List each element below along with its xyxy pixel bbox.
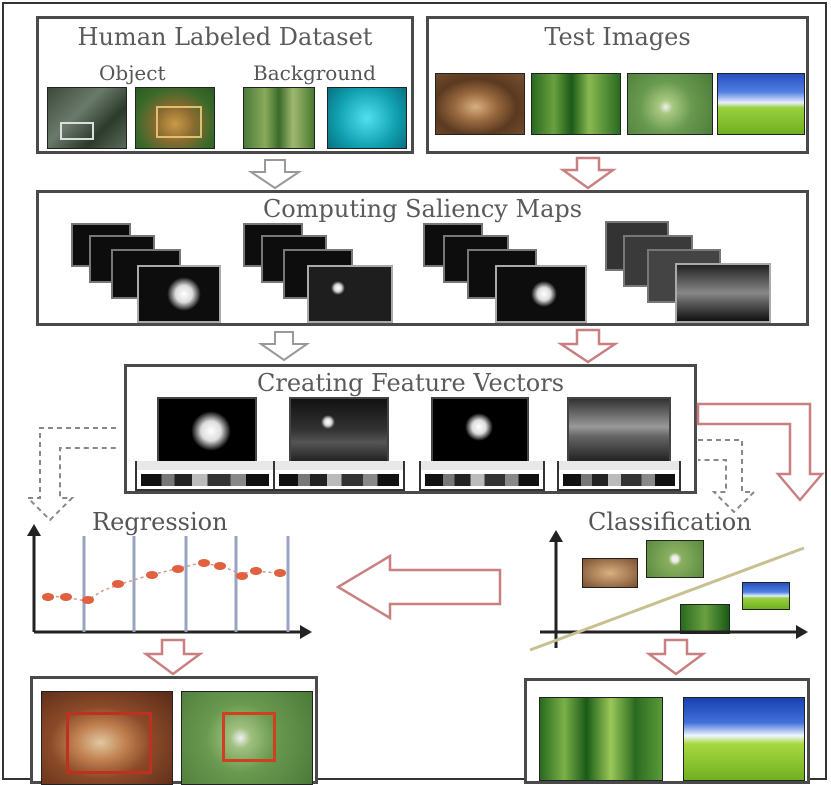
arrow-features-to-regression-result xyxy=(142,638,204,676)
dataset-box: Human Labeled Dataset Object Background xyxy=(36,16,414,154)
class-thumb-field xyxy=(742,582,790,610)
test-images-box: Test Images xyxy=(426,16,809,154)
class-thumb-bird xyxy=(646,540,704,578)
dataset-title: Human Labeled Dataset xyxy=(77,23,373,51)
arrow-classification-to-result xyxy=(645,638,707,676)
result-frog-image xyxy=(41,691,173,785)
classification-result-box xyxy=(524,678,810,784)
test-images-title: Test Images xyxy=(544,23,691,51)
regression-result-box xyxy=(30,676,318,785)
object-image-2 xyxy=(135,87,215,149)
dashed-arrow-to-regression xyxy=(25,427,116,522)
saliency-title: Computing Saliency Maps xyxy=(262,195,583,223)
arrow-classification-to-regression xyxy=(335,553,502,621)
test-image-forest xyxy=(531,73,621,135)
class-thumb-forest xyxy=(680,604,730,634)
background-image-2 xyxy=(327,87,407,149)
arrow-dataset-to-saliency xyxy=(247,159,303,190)
class-thumb-frog xyxy=(582,558,638,588)
feature-vectors-box: Creating Feature Vectors xyxy=(124,364,697,494)
result-field-image xyxy=(683,697,805,781)
test-image-frog xyxy=(435,73,525,135)
arrow-saliency-left-to-features xyxy=(257,331,311,362)
feature-vectors-title: Creating Feature Vectors xyxy=(256,369,565,397)
arrow-features-to-classification xyxy=(696,402,825,502)
background-label: Background xyxy=(253,61,376,85)
regression-plot xyxy=(27,524,312,639)
test-image-bird xyxy=(627,73,713,135)
arrow-saliency-to-features xyxy=(556,328,620,364)
result-bird-image xyxy=(181,691,313,785)
saliency-box: Computing Saliency Maps xyxy=(36,190,809,326)
test-image-field xyxy=(717,73,805,135)
background-image-1 xyxy=(243,87,315,149)
arrow-test-to-saliency xyxy=(559,156,617,190)
dashed-arrow-to-classification xyxy=(698,439,757,514)
object-image-1 xyxy=(47,87,127,149)
result-forest-image xyxy=(539,697,663,781)
classification-title: Classification xyxy=(588,508,752,536)
object-label: Object xyxy=(99,61,166,85)
classification-plot xyxy=(529,530,808,652)
regression-title: Regression xyxy=(92,508,228,536)
